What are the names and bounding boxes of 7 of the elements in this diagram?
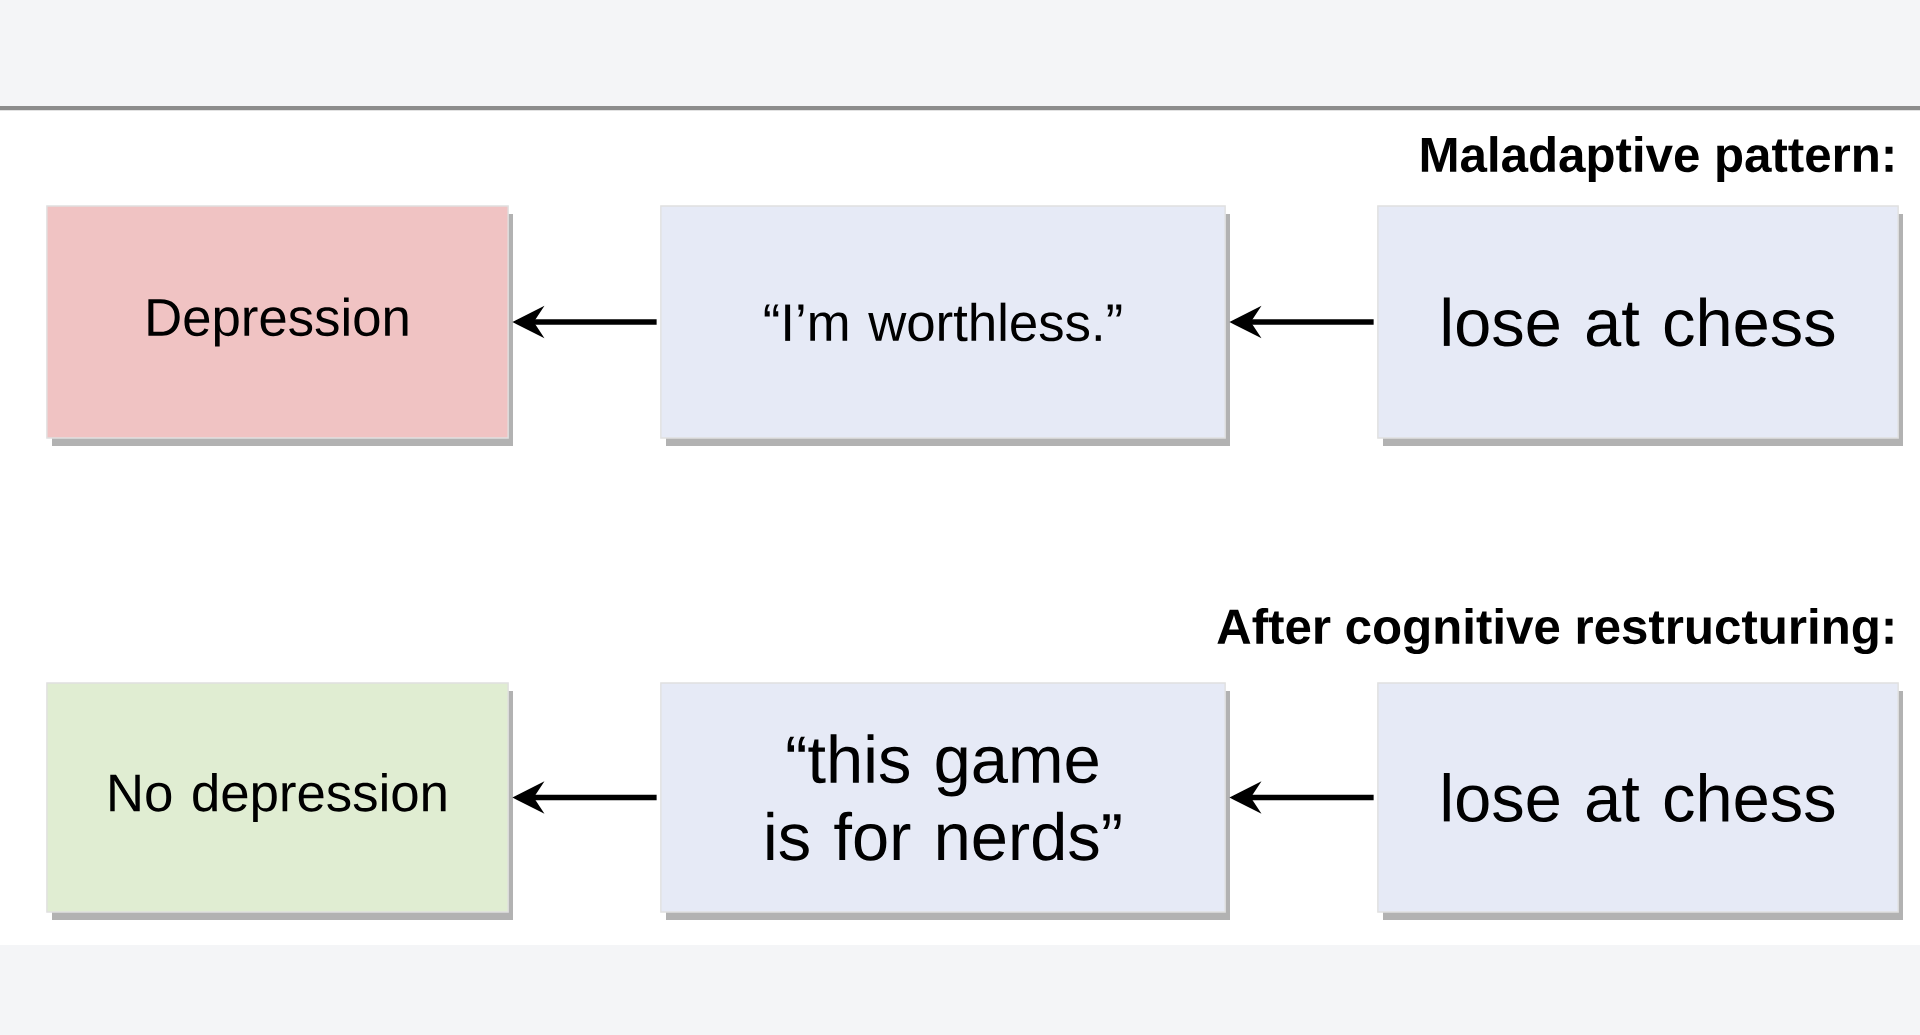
section-heading: After cognitive restructuring: [1217,607,1893,655]
process-box: lose at chess [1377,205,1903,446]
process-box: lose at chess [1377,682,1903,920]
process-box: No depression [46,682,513,920]
process-box: “this game is for nerds” [660,682,1230,920]
process-box: Depression [46,205,513,446]
process-box: “I’m worthless.” [660,205,1230,446]
